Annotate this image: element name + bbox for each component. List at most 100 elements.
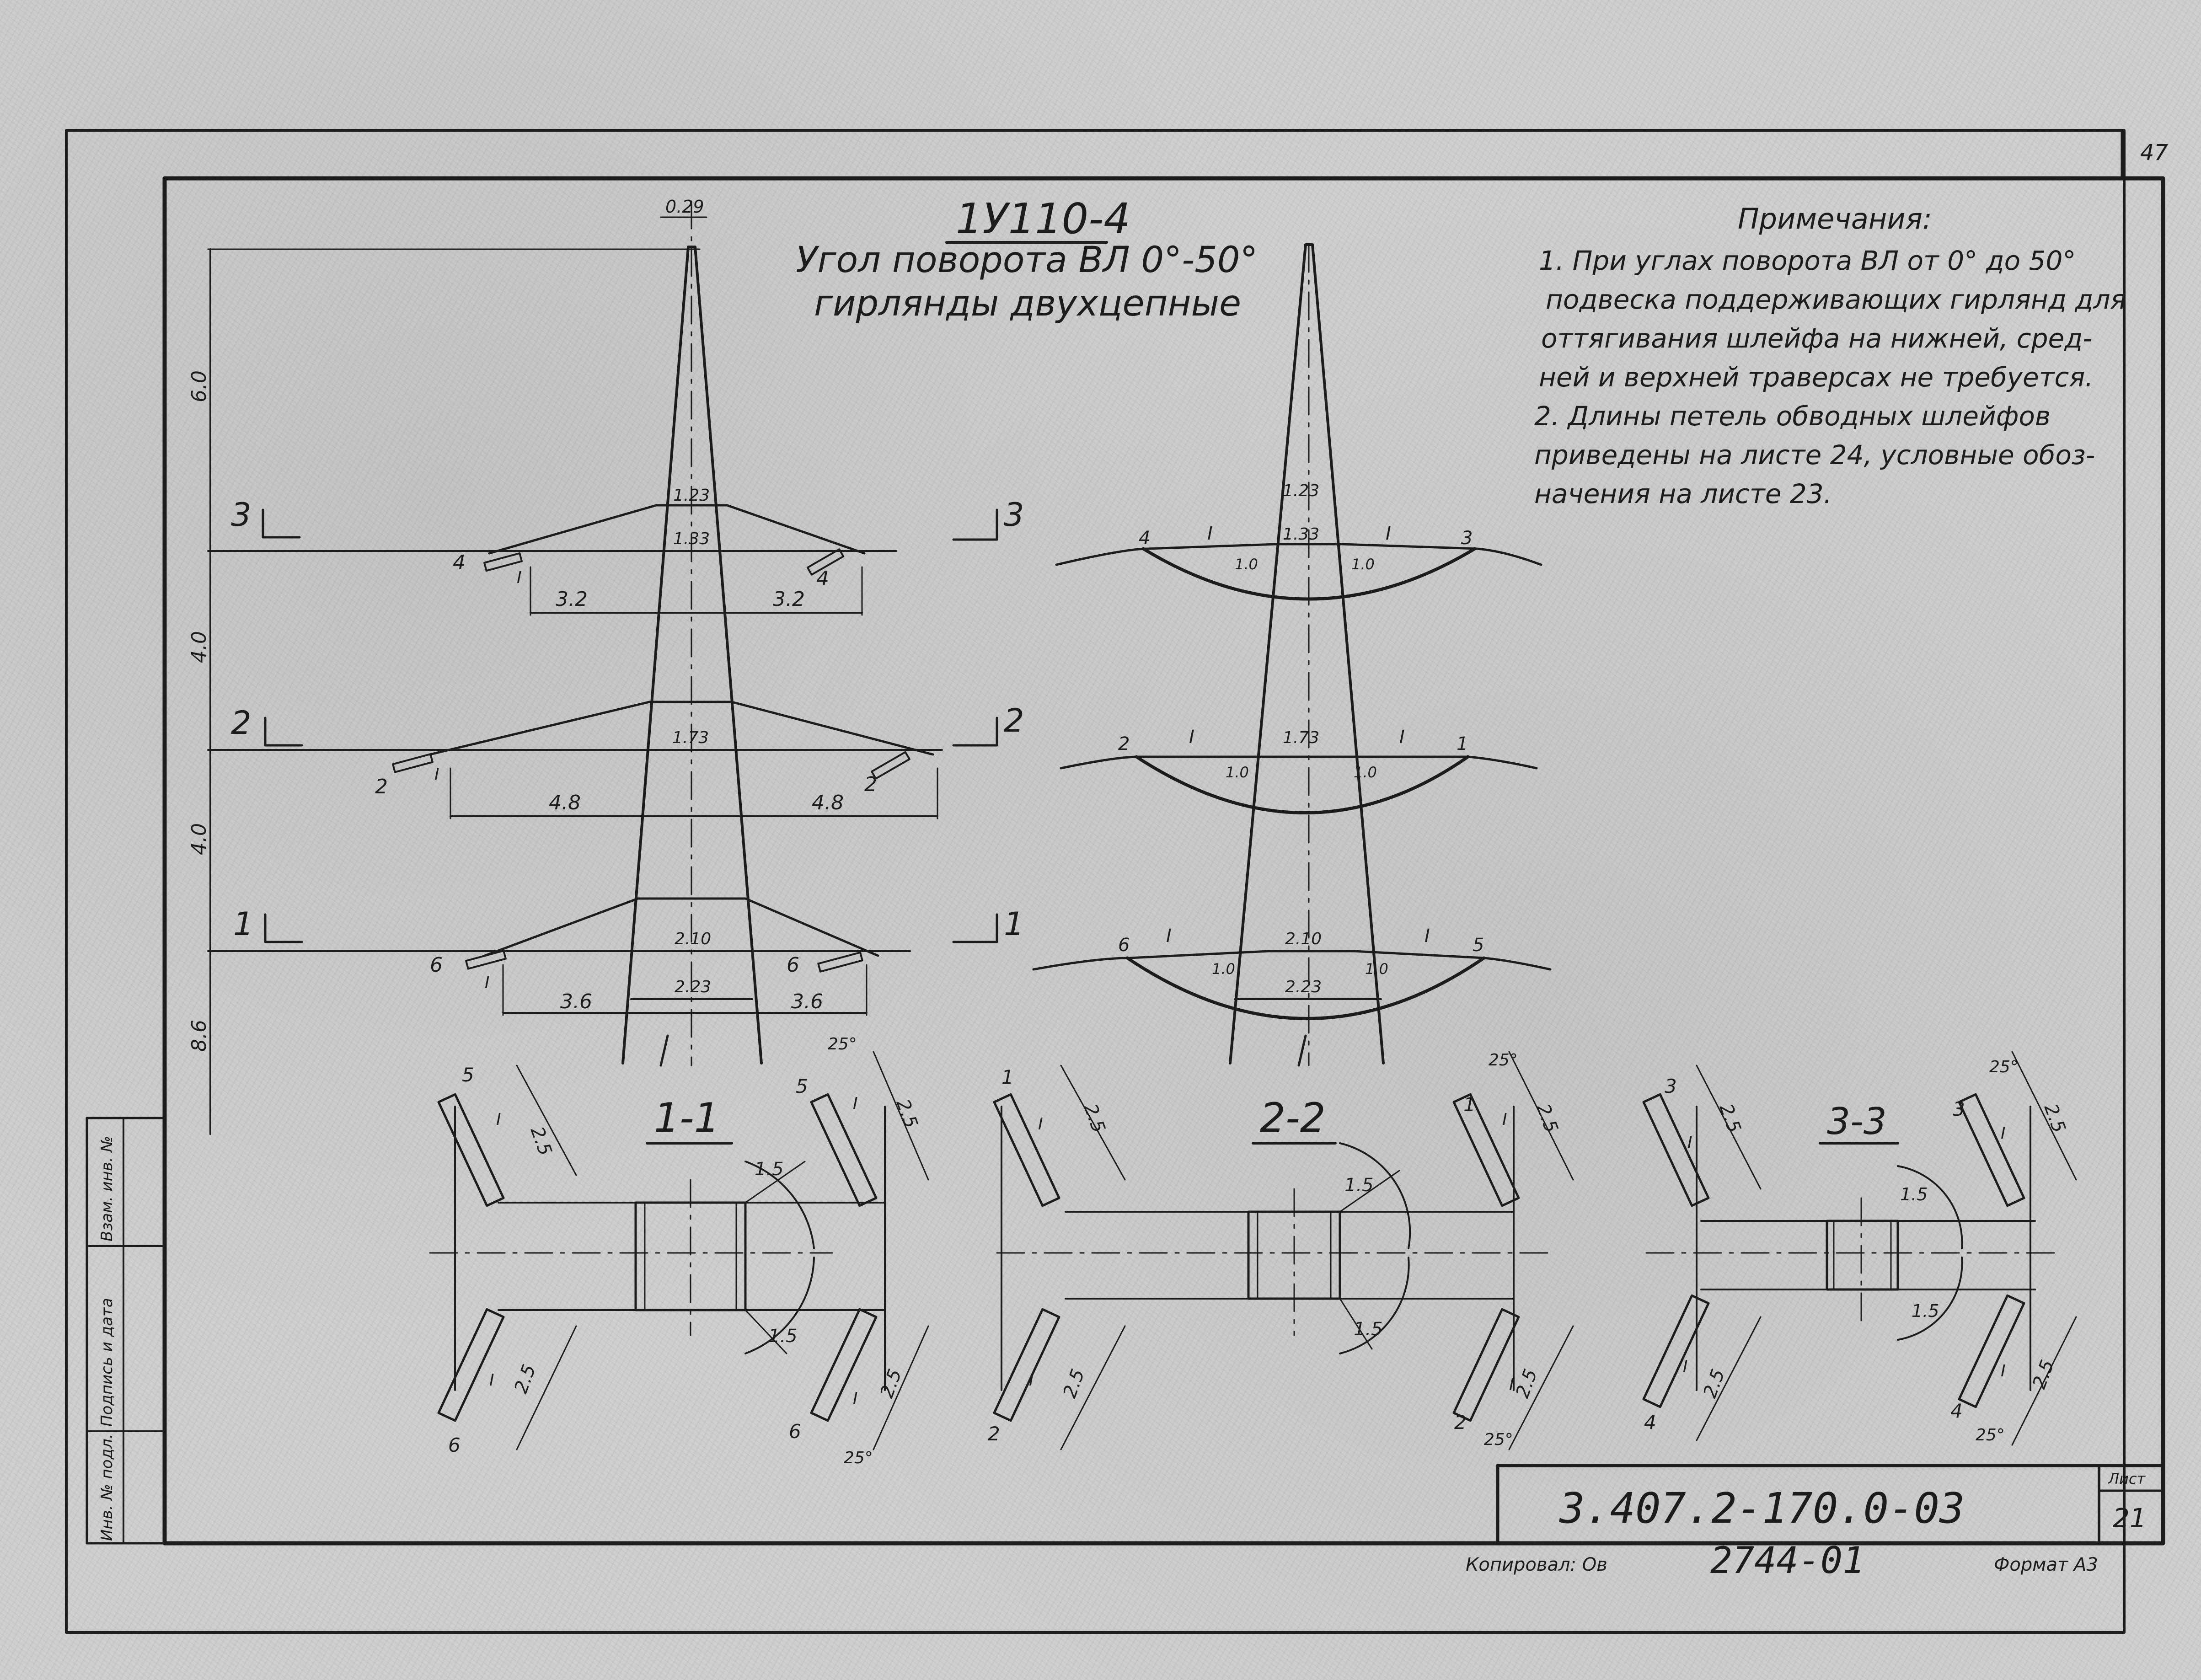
insulator-2-right: [871, 751, 910, 780]
s33-phase-bl: 4: [1644, 1411, 1656, 1434]
phase-r1-left: 6: [1118, 935, 1130, 956]
drawing-subtitle-1: Угол поворота ВЛ 0°-50°: [796, 240, 1258, 281]
s33-ins-label-br: I: [2001, 1362, 2006, 1380]
loop-r1: [1125, 956, 1486, 1020]
traverse-2: [428, 701, 934, 756]
insulator-1-left: [465, 950, 507, 970]
tw-1-23-left: 1.23: [673, 486, 710, 505]
section-1-1-title: 1-1: [654, 1094, 720, 1141]
wire-r1: [1032, 950, 1552, 971]
loop-r1-right: 1.0: [1365, 960, 1388, 978]
s22-ins-bl: [993, 1308, 1060, 1422]
section-2-2-title: 2-2: [1260, 1094, 1326, 1141]
tw-1-33-left: 1.33: [673, 530, 710, 548]
tw-2-10-left: 2.10: [675, 930, 711, 948]
stamp-cell-sign: Подпись и дата: [98, 1298, 116, 1427]
title-block-frame: [1496, 1464, 2165, 1545]
s33-ins-bl: [1642, 1294, 1710, 1408]
s33-len-tl: 2.5: [1715, 1101, 1745, 1136]
s22-len-bl: 2.5: [1059, 1366, 1089, 1401]
height-4-0-b: 4.0: [187, 823, 211, 855]
insulator-2-left: [392, 753, 434, 773]
note-line-3: оттягивания шлейфа на нижней, сред-: [1541, 323, 2092, 354]
s33-dim-br: [2011, 1316, 2077, 1446]
s22-ins-label-t: I: [1038, 1115, 1043, 1134]
section-1-1: 1-1 1.5 1.5 2.5 2.5 2.5 2.5 25° 25° 5 5 …: [429, 1035, 929, 1467]
s33-dim-tr: [2011, 1051, 2077, 1181]
s33-ins-tl: [1642, 1093, 1710, 1207]
section-arrow-r2: [952, 717, 998, 747]
loop-r3-left: 1.0: [1235, 556, 1258, 573]
tw-r-2-10: 2.10: [1285, 930, 1322, 948]
arm-1-left-label: 3.6: [560, 990, 592, 1013]
section-mark-1: 1: [233, 905, 254, 943]
top-width-label: 0.29: [665, 197, 704, 217]
s22-dim-bl: [1060, 1325, 1126, 1450]
phase-r2-right: 1: [1457, 733, 1468, 754]
s11-phase-tr: 5: [796, 1075, 808, 1097]
tw-r-1-33: 1.33: [1283, 525, 1319, 544]
note-line-7: начения на листе 23.: [1534, 478, 1832, 509]
left-level-1: 1 2.10 2.23 6 I 6 3.6 3.6: [207, 897, 911, 1016]
stamp-strip-frame: [86, 1117, 166, 1545]
tw-r-1-73: 1.73: [1283, 728, 1319, 747]
s33-ins-label-t: I: [1687, 1133, 1692, 1152]
height-4-0-a: 4.0: [187, 631, 211, 663]
insulator-3-right: [806, 548, 845, 576]
s33-ins-tr: [1958, 1093, 2025, 1207]
loop-r2: [1135, 755, 1470, 814]
s33-phase-br: 4: [1950, 1400, 1963, 1422]
phase-r2-left: 2: [1118, 733, 1130, 754]
s22-len-tl: 2.5: [1080, 1101, 1109, 1136]
section-arrow-r3: [952, 508, 998, 541]
phase-1-left: 6: [430, 953, 443, 977]
s22-ins-label-b: I: [1029, 1371, 1034, 1390]
s11-arc-bot: [744, 1257, 815, 1354]
phase-1-right: 6: [787, 953, 799, 977]
s22-radius-bot: 1.5: [1354, 1319, 1383, 1340]
s22-len-tr: 2.5: [1532, 1101, 1562, 1136]
s22-angle-bot: 25°: [1484, 1430, 1513, 1449]
section-mark-r2: 2: [1004, 702, 1024, 739]
s11-phase-tl: 5: [462, 1064, 474, 1086]
insulator-3-left: [483, 552, 523, 572]
s33-angle-top: 25°: [1989, 1058, 2019, 1076]
s11-radius-bot: 1.5: [768, 1326, 798, 1347]
s22-ins-br: [1452, 1308, 1520, 1422]
s11-arc-top: [744, 1161, 815, 1249]
outer-frame: [65, 129, 2126, 1634]
drawing-subtitle-2: гирлянды двухцепные: [814, 283, 1241, 324]
insulator-1-right: [817, 951, 863, 973]
s33-ins-br: [1958, 1294, 2025, 1408]
s11-dim-bl: [516, 1325, 577, 1450]
right-level-2: 2 1.73 2 1 I I 1.0 1.0: [952, 702, 1538, 814]
s11-len-br: 2.5: [876, 1366, 906, 1401]
arm-3-left-label: 3.2: [556, 588, 588, 611]
s33-len-tr: 2.5: [2040, 1101, 2070, 1136]
s11-len-bl: 2.5: [510, 1362, 540, 1396]
s22-phase-br: 2: [1454, 1411, 1467, 1434]
loop-r2-right: 1.0: [1354, 764, 1377, 781]
s33-radius-bot: 1.5: [1912, 1301, 1939, 1321]
ins-r3-left: I: [1207, 523, 1213, 544]
arm-3-right-label: 3.2: [773, 588, 805, 611]
s22-ins-tl: [993, 1093, 1060, 1207]
tower-outline: [621, 246, 763, 1065]
phase-r1-right: 5: [1473, 935, 1484, 956]
ins-r1-right: I: [1424, 926, 1430, 947]
s11-phase-br: 6: [789, 1420, 801, 1443]
s33-angle-bot: 25°: [1976, 1426, 2005, 1445]
s22-phase-tr: 1: [1463, 1093, 1476, 1116]
left-stamp-strip: Инв. № подл. Подпись и дата Взам. инв. №: [86, 1117, 166, 1545]
ins-3-left: I: [517, 568, 522, 587]
corner-number: 47: [2140, 140, 2169, 166]
s33-ins-label-tr: I: [2001, 1124, 2006, 1143]
note-line-1: 1. При углах поворота ВЛ от 0° до 50°: [1539, 245, 2076, 276]
s33-radius-top: 1.5: [1900, 1184, 1928, 1204]
s22-r-bot: [1339, 1298, 1373, 1350]
s22-ins-tr: [1452, 1093, 1520, 1207]
s22-dim-br: [1508, 1325, 1574, 1450]
s11-ins-label-t: I: [496, 1110, 501, 1129]
s11-ins-tr: [810, 1093, 878, 1207]
note-line-6: приведены на листе 24, условные обоз-: [1534, 439, 2095, 471]
